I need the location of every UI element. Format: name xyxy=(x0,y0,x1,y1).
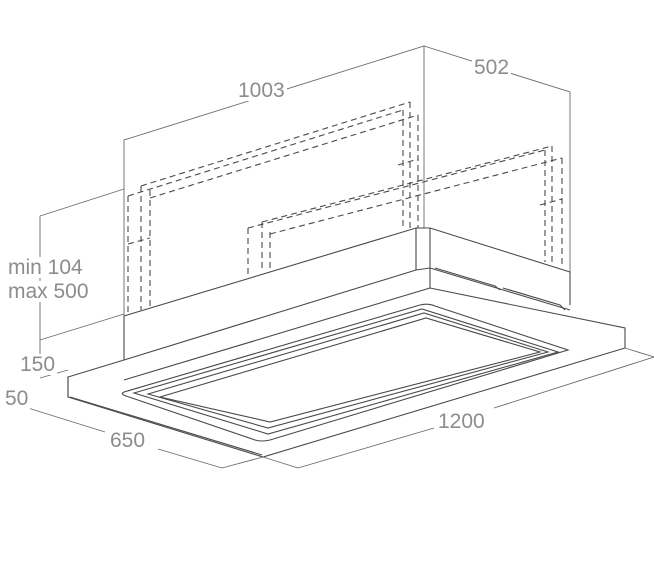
hood-body xyxy=(123,227,571,361)
duct-hidden-lines xyxy=(127,101,563,312)
filter-panel xyxy=(121,303,570,442)
dim-height-max: max 500 xyxy=(6,280,91,303)
dim-depth-top: 502 xyxy=(472,56,512,79)
dim-depth-bottom: 650 xyxy=(108,429,148,452)
dim-width-top: 1003 xyxy=(236,79,287,102)
dim-width-bottom: 1200 xyxy=(436,410,487,433)
dimension-lines xyxy=(27,347,654,469)
dim-height-min: min 104 xyxy=(6,256,85,279)
hood-plate xyxy=(67,268,626,458)
dim-plate-height: 50 xyxy=(3,387,31,410)
dim-body-height: 150 xyxy=(18,353,58,376)
